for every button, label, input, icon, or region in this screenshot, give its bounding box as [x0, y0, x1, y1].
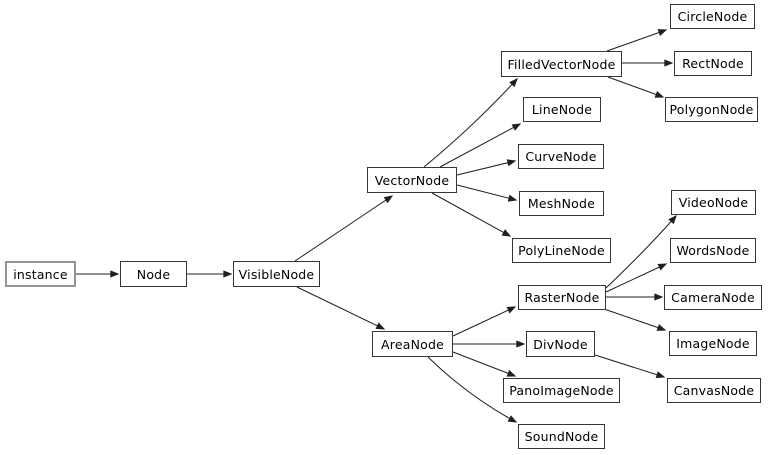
edge-filledvectornode-to-circlenode — [606, 29, 668, 52]
edge-rasternode-to-videonode — [605, 214, 677, 289]
node-vectornode[interactable]: VectorNode — [367, 167, 457, 193]
edge-areanode-to-soundnode — [427, 356, 518, 423]
edge-visiblenode-to-areanode — [296, 286, 386, 330]
node-instance: instance — [5, 261, 76, 287]
node-curvenode[interactable]: CurveNode — [518, 144, 604, 169]
node-panoimagenode[interactable]: PanoImageNode — [503, 378, 620, 403]
edge-vectornode-to-linenode — [439, 123, 522, 168]
node-rectnode[interactable]: RectNode — [674, 51, 752, 76]
edge-divnode-to-canvasnode — [594, 354, 666, 379]
node-filledvectornode[interactable]: FilledVectorNode — [501, 51, 622, 77]
node-cameranode[interactable]: CameraNode — [664, 285, 762, 310]
node-node[interactable]: Node — [120, 261, 187, 287]
edge-vectornode-to-polylinenode — [431, 192, 512, 237]
node-linenode[interactable]: LineNode — [523, 97, 601, 122]
node-soundnode[interactable]: SoundNode — [518, 424, 605, 449]
node-wordsnode[interactable]: WordsNode — [670, 238, 756, 263]
edge-visiblenode-to-vectornode — [294, 195, 394, 262]
node-rasternode[interactable]: RasterNode — [518, 285, 606, 310]
node-polygonnode[interactable]: PolygonNode — [665, 97, 758, 122]
edge-vectornode-to-curvenode — [456, 159, 517, 176]
edge-rasternode-to-wordsnode — [605, 263, 668, 293]
edge-areanode-to-rasternode — [452, 306, 517, 337]
node-canvasnode[interactable]: CanvasNode — [667, 378, 761, 403]
node-areanode[interactable]: AreaNode — [372, 331, 453, 357]
edge-filledvectornode-to-polygonnode — [607, 76, 665, 98]
node-divnode[interactable]: DivNode — [526, 331, 595, 357]
node-visiblenode[interactable]: VisibleNode — [233, 261, 320, 287]
edge-vectornode-to-meshnode — [456, 184, 518, 202]
node-circlenode[interactable]: CircleNode — [670, 4, 755, 29]
node-meshnode[interactable]: MeshNode — [519, 191, 604, 216]
node-imagenode[interactable]: ImageNode — [669, 331, 757, 356]
node-polylinenode[interactable]: PolyLineNode — [512, 238, 611, 263]
edge-rasternode-to-imagenode — [603, 308, 667, 331]
edge-areanode-to-panoimagenode — [452, 351, 517, 377]
node-videonode[interactable]: VideoNode — [671, 190, 756, 215]
edge-vectornode-to-filledvectornode — [423, 78, 518, 168]
